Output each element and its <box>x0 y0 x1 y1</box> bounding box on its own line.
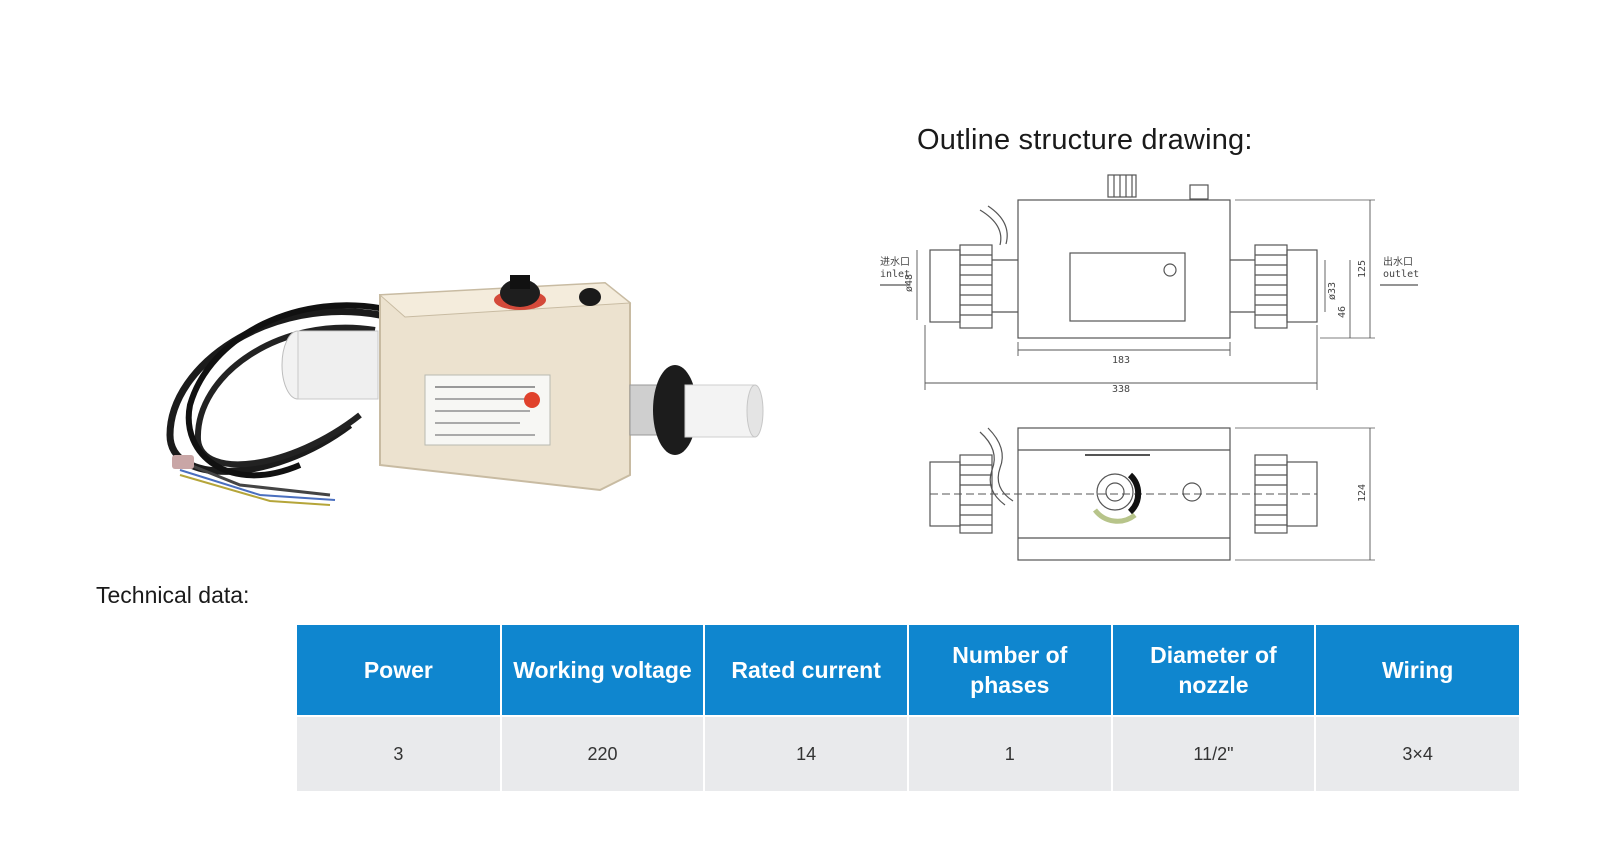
outline-drawing-title: Outline structure drawing: <box>917 124 1253 156</box>
header-power: Power <box>297 625 502 716</box>
front-view <box>880 174 1418 390</box>
technical-data-table: Power Working voltage Rated current Numb… <box>297 625 1519 791</box>
product-photo <box>166 275 764 506</box>
dim-124-label: 124 <box>1357 484 1368 502</box>
inlet-cn-label: 进水口 <box>880 256 910 268</box>
technical-data-label: Technical data: <box>96 582 250 608</box>
top-view <box>929 427 1375 561</box>
dim-125-label: 125 <box>1357 260 1368 278</box>
dim-33-label: ø33 <box>1327 282 1338 300</box>
outlet-label: outlet <box>1383 269 1419 280</box>
table-row: 3 220 14 1 11/2" 3×4 <box>297 715 1519 791</box>
header-diameter-of-nozzle: Diameter of nozzle <box>1111 625 1317 716</box>
outlet-cn-label: 出水口 <box>1383 255 1413 268</box>
table-header-row: Power Working voltage Rated current Numb… <box>297 625 1519 716</box>
inlet-label: inlet <box>880 269 910 280</box>
cell-wiring: 3×4 <box>1315 715 1519 791</box>
header-rated-current: Rated current <box>704 625 909 716</box>
cell-rated-current: 14 <box>704 715 909 791</box>
cell-number-of-phases: 1 <box>907 715 1113 791</box>
dim-338-label: 338 <box>1112 384 1130 395</box>
dim-48-label: ø48 <box>904 274 915 292</box>
dim-183-label: 183 <box>1112 355 1130 366</box>
header-number-of-phases: Number of phases <box>907 625 1113 716</box>
dim-46-label: 46 <box>1337 306 1348 318</box>
header-wiring: Wiring <box>1315 625 1519 716</box>
header-working-voltage: Working voltage <box>500 625 706 716</box>
outline-structure-drawing: 进水口 inlet 出水口 outlet ø48 ø33 125 46 183 … <box>880 174 1419 561</box>
cell-diameter-of-nozzle: 11/2" <box>1111 715 1317 791</box>
cell-working-voltage: 220 <box>500 715 706 791</box>
cell-power: 3 <box>297 715 502 791</box>
